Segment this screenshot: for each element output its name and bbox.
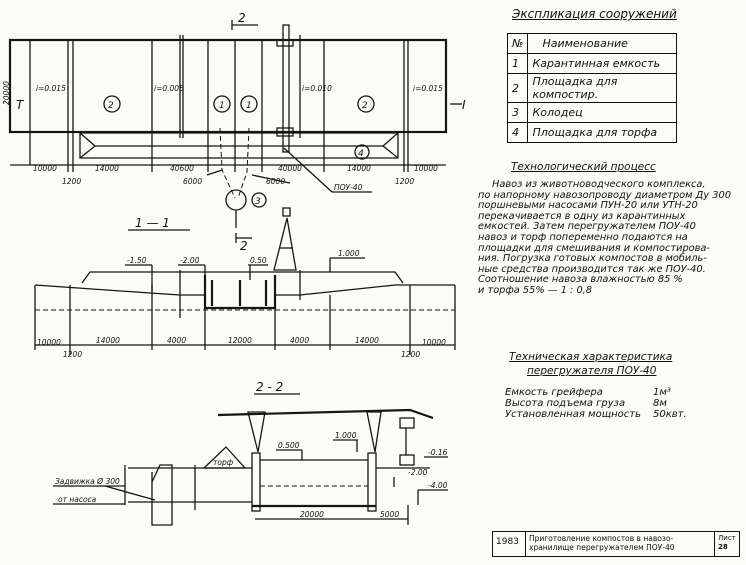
- svg-text:12000: 12000: [228, 336, 252, 345]
- valve-label: Задвижка Ø 300: [55, 477, 120, 486]
- level-mark: 1.000: [338, 249, 360, 258]
- sheet-number: 28: [718, 543, 728, 551]
- svg-text:3: 3: [255, 197, 261, 207]
- svg-text:14000: 14000: [347, 164, 371, 173]
- level-mark: 0.500: [278, 441, 300, 450]
- svg-text:1200: 1200: [62, 177, 81, 186]
- process-text: Навоз из животноводческого комплекса, по…: [478, 179, 731, 296]
- svg-text:10000: 10000: [414, 164, 438, 173]
- svg-text:1: 1: [246, 101, 252, 111]
- svg-text:40600: 40600: [170, 164, 194, 173]
- section-1-1-dimensions: 10000 1200 14000 4000 12000 4000 14000 1…: [37, 336, 446, 359]
- svg-text:4000: 4000: [290, 336, 309, 345]
- svg-text:10000: 10000: [33, 164, 57, 173]
- peat-pile-label: торф: [213, 458, 234, 467]
- slope: i=0.015: [36, 84, 66, 93]
- svg-text:1200: 1200: [63, 350, 82, 359]
- stamp-title-2: хранилище перегружателем ПОУ-40: [529, 543, 675, 552]
- svg-text:14000: 14000: [355, 336, 379, 345]
- svg-text:6000: 6000: [266, 177, 285, 186]
- section-title: 2 - 2: [256, 380, 283, 394]
- col-num: №: [506, 33, 529, 54]
- slope: i=0.005: [154, 84, 184, 93]
- crane-label: ПОУ-40: [334, 183, 363, 192]
- stamp-title-1: Приготовление компостов в навозо-: [529, 534, 674, 543]
- svg-text:2: 2: [108, 101, 114, 111]
- svg-text:4000: 4000: [167, 336, 186, 345]
- svg-text:6000: 6000: [183, 177, 202, 186]
- explication-title: Экспликация сооружений: [512, 7, 677, 21]
- svg-text:4: 4: [358, 149, 364, 159]
- svg-text:40000: 40000: [278, 164, 302, 173]
- section-mark-bottom: 2: [240, 239, 248, 253]
- section-2-2: 2 - 2 торф Задвижка Ø 300 от насоса 0.50…: [53, 380, 448, 526]
- process-title: Технологический процесс: [511, 161, 656, 173]
- section-line-right: I: [462, 98, 466, 112]
- svg-text:10000: 10000: [422, 338, 446, 347]
- title-block: 1983 Приготовление компостов в навозо- х…: [492, 531, 740, 557]
- level-mark: -0.16: [428, 448, 448, 457]
- svg-text:1200: 1200: [395, 177, 414, 186]
- level-mark: -1.50: [127, 256, 147, 265]
- site-plan: 2 2 20000 T I i=0.015 i=0.005 i=0.010 i=…: [2, 11, 466, 253]
- section-line-left: T: [16, 98, 25, 112]
- level-mark: -2.00: [408, 468, 428, 477]
- level-mark: 0.50: [250, 256, 267, 265]
- sheet-label: Лист: [718, 534, 736, 542]
- tank-width-dim: 20000: [300, 510, 324, 519]
- level-mark: -4.00: [428, 481, 448, 490]
- specs-subtitle: перегружателя ПОУ-40: [527, 365, 657, 377]
- svg-text:14000: 14000: [96, 336, 120, 345]
- stamp-year: 1983: [493, 532, 526, 556]
- svg-text:10000: 10000: [37, 338, 61, 347]
- level-mark: 1.000: [335, 431, 357, 440]
- section-1-1: 1 — 1 -1.50 -2.00 0.50 1.000 1000: [34, 207, 456, 359]
- slope: i=0.015: [413, 84, 443, 93]
- specs-title: Техническая характеристика: [509, 351, 673, 363]
- svg-text:2: 2: [362, 101, 368, 111]
- section-mark-top: 2: [238, 11, 246, 25]
- zone-markers: 2 1 1 2 4 3: [103, 95, 375, 208]
- from-pump-label: от насоса: [58, 495, 97, 504]
- level-mark: -2.00: [180, 256, 200, 265]
- svg-text:1200: 1200: [401, 350, 420, 359]
- offset-dim: 5000: [380, 510, 399, 519]
- plan-dimensions: 10000 1200 14000 40600 6000 6000 40000 1…: [33, 164, 438, 186]
- svg-text:1: 1: [219, 101, 225, 111]
- svg-text:14000: 14000: [95, 164, 119, 173]
- width-dim: 20000: [2, 81, 11, 105]
- col-name: Наименование: [527, 33, 678, 54]
- slope: i=0.010: [302, 84, 332, 93]
- section-title: 1 — 1: [135, 216, 170, 230]
